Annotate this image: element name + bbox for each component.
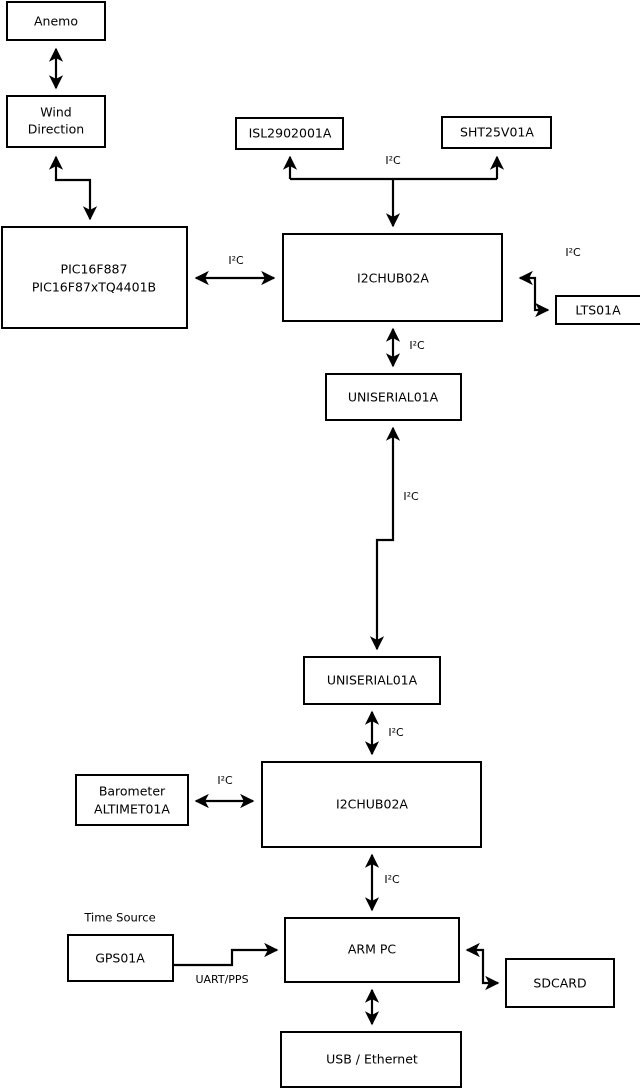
node-i2chub02a-bottom[interactable]: I2CHUB02A [261,761,482,848]
node-sdcard[interactable]: SDCARD [505,958,615,1008]
node-isl2902001a-label: ISL2902001A [249,126,332,141]
node-uniserial01a-top-rect [325,373,462,421]
node-anemo-label: Anemo [34,14,78,29]
node-uniserial01a-bottom-rect [303,656,441,705]
node-uniserial01a-top[interactable]: UNISERIAL01A [325,373,462,421]
node-isl2902001a-rect [235,117,344,150]
node-usb-ethernet-label: USB / Ethernet [326,1052,418,1067]
node-i2chub02a-top[interactable]: I2CHUB02A [282,233,503,322]
node-gps01a[interactable]: GPS01A [67,934,174,982]
edge-label-pic-hub: I²C [228,254,244,267]
time-source-label: Time Source [83,911,155,925]
node-barometer-altimet01a-rect [75,774,189,826]
edge-label-barometer-hub: I²C [217,774,233,787]
edge-label-hub-uniserial: I²C [409,339,425,352]
node-wind-direction-label-line2: Direction [28,122,84,137]
node-pic16f887-label-line2: PIC16F87xTQ4401B [32,280,156,295]
node-usb-ethernet[interactable]: USB / Ethernet [280,1031,462,1088]
node-barometer-label-line1: Barometer [99,784,166,799]
connector-gps-armpc: UART/PPS [173,942,279,986]
connector-armpc-sdcard [465,942,500,991]
node-sdcard-label: SDCARD [533,976,586,991]
node-i2chub02a-top-label: I2CHUB02A [357,271,429,286]
edge-label-uniserial-uniserial: I²C [403,490,419,503]
connector-hub-bottom-armpc: I²C [364,853,400,912]
node-sdcard-rect [505,958,615,1008]
node-wind-direction-label-line1: Wind [40,105,71,120]
node-gps01a-label: GPS01A [95,951,145,966]
node-pic16f887[interactable]: PIC16F887 PIC16F87xTQ4401B [1,226,188,329]
connector-uniserial-hub-bottom: I²C [364,710,404,756]
connector-pic-hub-top: I²C [194,254,276,286]
node-uniserial01a-bottom[interactable]: UNISERIAL01A [303,656,441,705]
node-sht25v01a-label: SHT25V01A [460,125,534,140]
node-arm-pc-rect [284,917,460,983]
node-wind-direction-rect [6,95,106,148]
node-pic16f887-rect [1,226,188,329]
node-gps01a-rect [67,934,174,982]
node-barometer-label-line2: ALTIMET01A [94,802,170,817]
node-usb-ethernet-rect [280,1031,462,1088]
connector-hub-lts: I²C [518,246,581,318]
edge-label-gps-armpc: UART/PPS [195,973,248,986]
connector-barometer-hub-bottom: I²C [194,774,255,809]
node-lts01a[interactable]: LTS01A [555,295,640,325]
connector-uniserial-uniserial: I²C [369,426,419,651]
edge-label-uniserial-hub: I²C [388,726,404,739]
node-i2chub02a-top-rect [282,233,503,322]
connector-pic-wind [48,155,98,221]
edge-label-hub-lts: I²C [565,246,581,259]
edge-label-hub-sensors: I²C [385,154,401,167]
node-sht25v01a-rect [441,116,552,149]
node-anemo-rect [6,1,106,41]
edge-label-hub-armpc: I²C [384,873,400,886]
node-wind-direction[interactable]: Wind Direction [6,95,106,148]
node-lts01a-rect [555,295,640,325]
node-arm-pc[interactable]: ARM PC [284,917,460,983]
node-i2chub02a-bottom-rect [261,761,482,848]
node-pic16f887-label-line1: PIC16F887 [61,262,128,277]
connector-hub-uniserial-top: I²C [385,327,425,368]
node-sht25v01a[interactable]: SHT25V01A [441,116,552,149]
node-uniserial01a-bottom-label: UNISERIAL01A [327,673,418,688]
node-i2chub02a-bottom-label: I2CHUB02A [336,797,408,812]
node-isl2902001a[interactable]: ISL2902001A [235,117,344,150]
node-anemo[interactable]: Anemo [6,1,106,41]
node-arm-pc-label: ARM PC [348,942,397,957]
node-lts01a-label: LTS01A [575,303,621,318]
node-barometer-altimet01a[interactable]: Barometer ALTIMET01A [75,774,189,826]
connector-hub-sensors: I²C [282,154,505,228]
node-uniserial01a-top-label: UNISERIAL01A [348,390,439,405]
